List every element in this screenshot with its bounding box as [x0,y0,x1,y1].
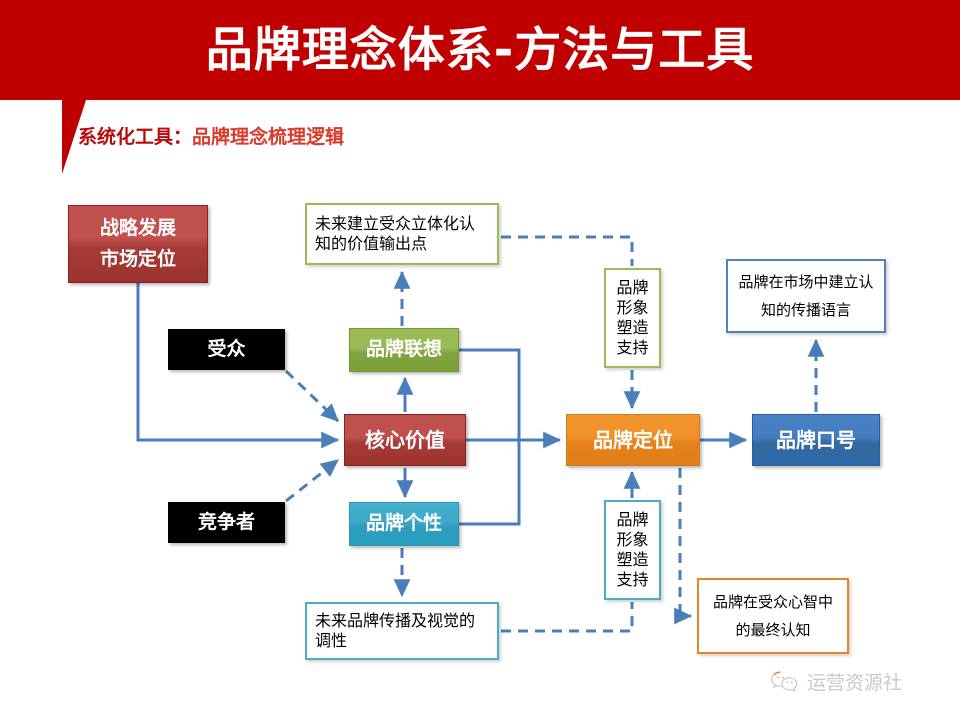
support-bottom-line-4: 支持 [616,570,649,589]
wire-audience-to-core [284,369,340,423]
node-brand-slogan[interactable]: 品牌口号 [752,414,880,466]
node-competitor[interactable]: 竞争者 [168,502,285,543]
node-audience[interactable]: 受众 [168,329,285,370]
support-top-line-4: 支持 [616,338,649,357]
wire-merge-bracket [459,348,521,526]
note-final-cognition[interactable]: 品牌在受众心智中的最终认知 [697,578,849,654]
header-band [0,0,960,100]
node-strategy-market-position[interactable]: 战略发展 市场定位 [68,205,208,283]
note-value-output[interactable]: 未来建立受众立体化认知的价值输出点 [305,203,499,265]
support-bottom-line-1: 品牌 [616,510,649,529]
wire-positioning-to-final-note [674,468,693,625]
support-top-line-2: 形象 [616,298,649,317]
node-brand-positioning[interactable]: 品牌定位 [566,414,700,466]
node-brand-association[interactable]: 品牌联想 [349,328,459,372]
wire-value-note-to-support-top [501,235,634,266]
page-title: 品牌理念体系-方法与工具 [205,22,755,78]
wire-tonality-note-to-support-bottom [501,602,634,633]
watermark-label: 运营资源社 [807,672,903,694]
wire-competitor-to-core [285,458,339,503]
node-core-value[interactable]: 核心价值 [344,414,466,466]
node-brand-personality[interactable]: 品牌个性 [349,502,459,546]
subtitle: 系统化工具：品牌理念梳理逻辑 [78,126,344,149]
subtitle-prefix: 系统化工具 [78,126,174,148]
support-top-line-3: 塑造 [616,318,649,337]
note-support-bottom[interactable]: 品牌 形象 塑造 支持 [604,500,661,600]
node-strategy-line-2: 市场定位 [99,247,176,270]
node-strategy-line-1: 战略发展 [99,216,176,239]
support-top-line-1: 品牌 [616,278,649,297]
note-market-language[interactable]: 品牌在市场中建立认知的传播语言 [726,259,886,333]
watermark: 运营资源社 [770,668,902,695]
note-tonality[interactable]: 未来品牌传播及视觉的调性 [305,602,499,660]
wire-strategy-to-core [136,283,340,449]
header-wedge-decoration [62,100,86,174]
subtitle-main: 品牌理念梳理逻辑 [192,126,345,148]
note-support-top[interactable]: 品牌 形象 塑造 支持 [604,268,661,368]
support-bottom-line-2: 形象 [616,530,649,549]
subtitle-separator: ： [173,126,193,148]
support-bottom-line-3: 塑造 [616,550,649,569]
wechat-icon [771,671,798,692]
